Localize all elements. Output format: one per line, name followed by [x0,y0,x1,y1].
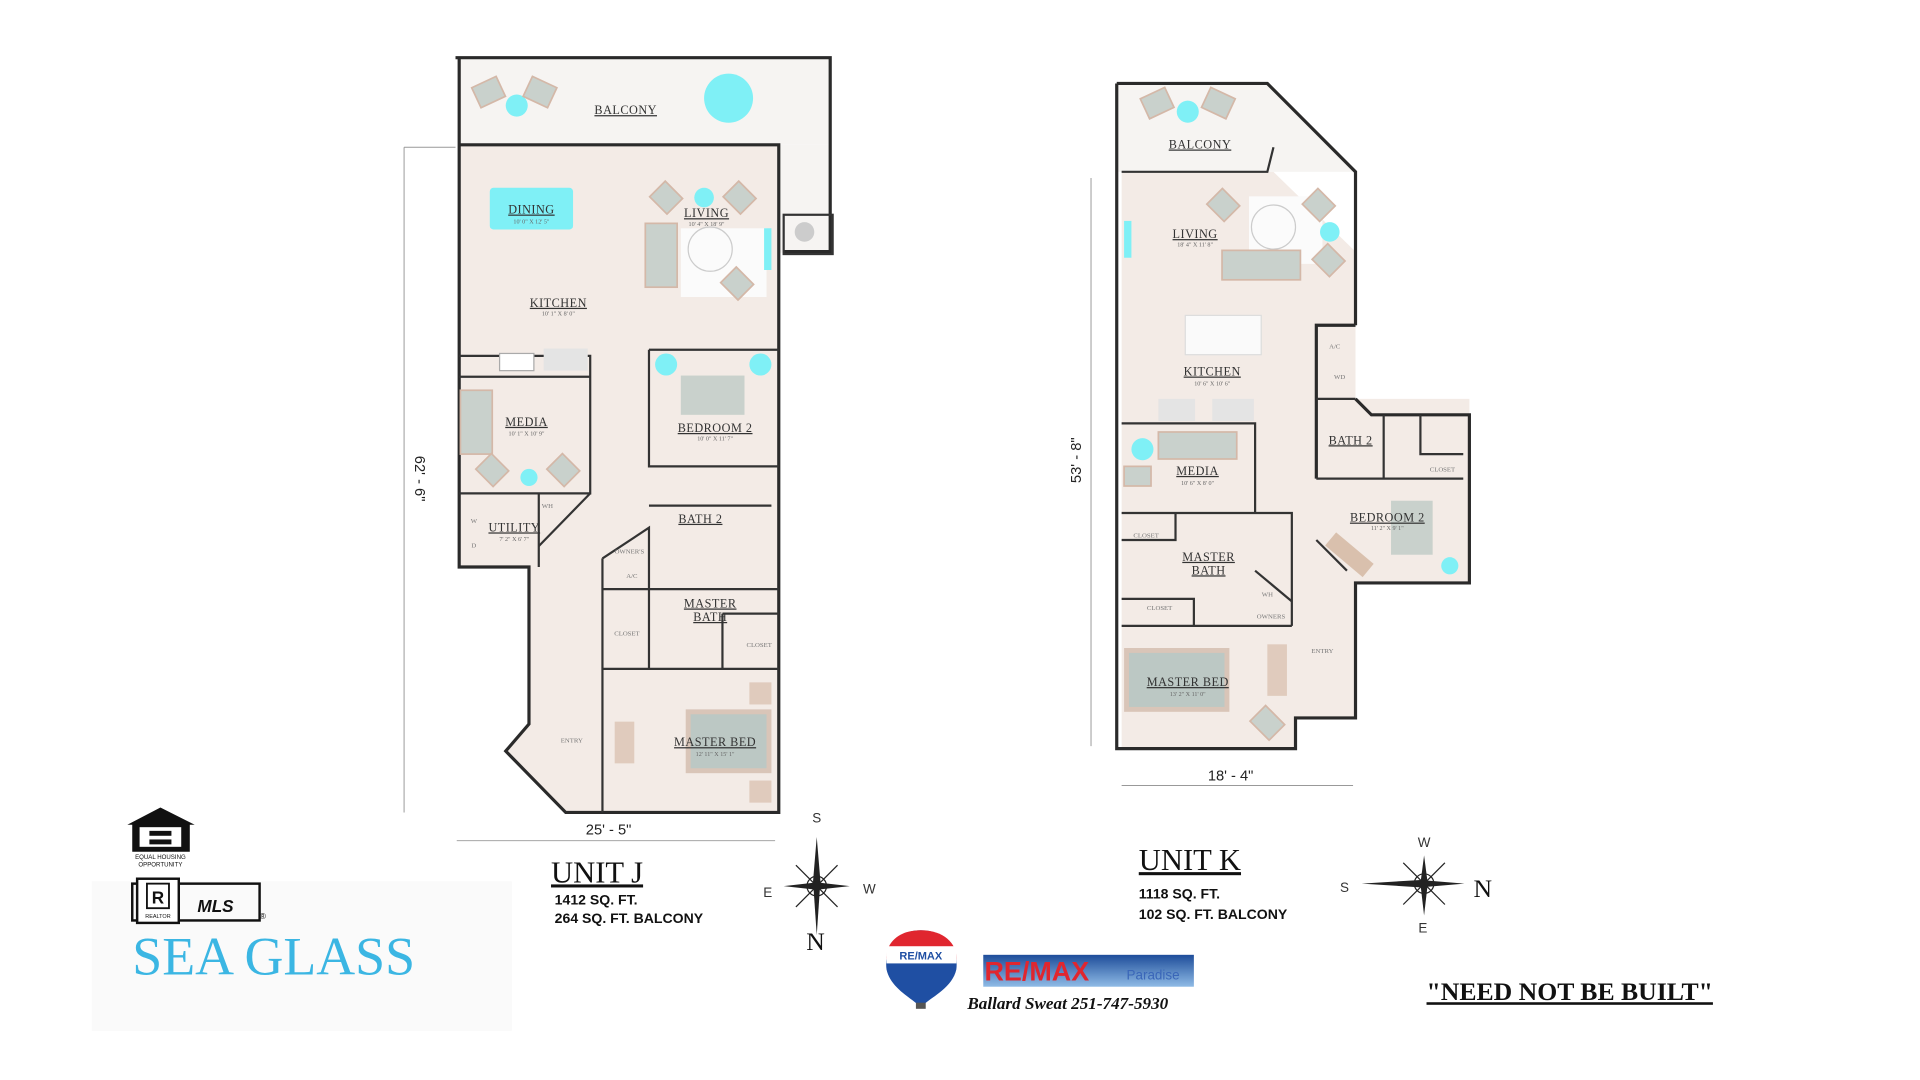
unit-j-living-label: LIVING [684,206,729,220]
need-not-be-built-disclaimer: "NEED NOT BE BUILT" [1427,977,1713,1006]
unit-j-sqft: 1412 SQ. FT. [555,891,638,907]
unit-j-dining-dim: 10' 0" X 12' 5" [513,219,550,225]
registered-mark: ® [260,911,267,921]
unit-k-media-dim: 10' 6" X 8' 0" [1181,481,1214,487]
unit-j-balcony-label: BALCONY [594,103,657,117]
remax-balloon-text: RE/MAX [899,951,942,963]
unit-k-kitchen-label: KITCHEN [1184,365,1241,379]
unit-j-master-bath-label: MASTER [684,596,737,610]
unit-k-compass-top: W [1418,835,1431,850]
unit-j-master-bed-label: MASTER BED [674,735,756,749]
unit-k-balcony-sqft: 102 SQ. FT. BALCONY [1139,906,1288,922]
unit-j-compass-right: W [863,881,876,896]
unit-k-master-bed-dim: 13' 2" X 11' 0" [1170,692,1206,698]
unit-j-master-bath-label-2: BATH [693,610,727,624]
unit-j-ac-label: A/C [626,573,638,580]
unit-j-compass-bottom: N [806,927,825,956]
unit-j-bedroom2-dim: 10' 0" X 11' 7" [697,437,733,443]
unit-j-kitchen-label: KITCHEN [530,296,587,310]
unit-k-living-label: LIVING [1173,227,1218,241]
unit-k-master-bath-label: MASTER [1182,550,1235,564]
unit-j-balcony-sqft: 264 SQ. FT. BALCONY [555,910,704,926]
unit-k-bedroom2-dim: 11' 2" X 9' 1" [1371,526,1404,532]
unit-k-master-bath-label-2: BATH [1192,563,1226,577]
unit-k-dim-vertical: 53' - 8" [1069,437,1085,483]
unit-k-compass-rose-icon [1361,855,1465,916]
unit-k-closet-label: CLOSET [1133,533,1158,540]
unit-k-floor [1121,171,1356,749]
remax-paradise-banner [983,954,1194,987]
unit-k-balcony-label: BALCONY [1169,137,1232,151]
unit-j-floor [459,144,779,813]
unit-k-ac-label: A/C [1329,344,1341,351]
unit-j-bath2-label: BATH 2 [678,512,722,526]
unit-k-wd-label: WD [1334,374,1345,381]
unit-k-compass-right: N [1474,874,1493,903]
unit-j-owners-label: OWNER'S [615,548,645,555]
unit-k-wh-label: WH [1262,591,1273,598]
unit-k-dim-horizontal: 18' - 4" [1208,769,1254,785]
unit-k-exterior-wall [1116,81,1358,326]
unit-k-bath2-label: BATH 2 [1329,433,1373,447]
unit-k-compass-left: S [1340,880,1349,895]
unit-k-media-label: MEDIA [1176,464,1219,478]
unit-j-compass-left: E [763,885,772,900]
realtor-text: REALTOR [145,914,170,920]
unit-j-utility-dim: 7' 2" X 6' 7" [499,537,529,543]
unit-j-plan: BALCONY DINING 10' 0" X 12' 5" LIVING 10… [403,56,834,842]
equal-housing-logo-icon [127,807,195,852]
unit-k-living-dim: 18' 4" X 11' 8" [1177,243,1213,249]
unit-k-owners-label: OWNERS [1257,614,1286,621]
unit-j-media-label: MEDIA [505,415,548,429]
unit-k-closet-3-label: CLOSET [1430,466,1455,473]
unit-k-sqft: 1118 SQ. FT. [1139,885,1220,901]
unit-j-washer-label: W [471,518,478,525]
unit-j-dining-label: DINING [508,203,554,217]
equal-housing-text: EQUAL HOUSING [135,854,186,861]
unit-j-media-dim: 10' 1" X 10' 9" [509,432,546,438]
remax-paradise-text: Paradise [1127,967,1180,982]
unit-j-entry-label: ENTRY [561,737,583,744]
unit-j-exterior-wall [457,57,781,815]
unit-k-entry-label: ENTRY [1311,648,1333,655]
unit-k-plan: BALCONY LIVING 18' 4" X 11' 8" KITCHEN 1… [1069,81,1471,786]
unit-j-closet-label: CLOSET [614,631,639,638]
unit-j-utility-label: UTILITY [488,520,540,534]
remax-banner-text: RE/MAX [984,957,1089,987]
unit-j-wh-label: WH [542,503,553,510]
agent-contact: Ballard Sweat 251-747-5930 [966,994,1168,1013]
unit-k-title: UNIT K [1139,843,1241,877]
remax-balloon-icon [886,930,957,1009]
unit-k-master-bed-label: MASTER BED [1147,675,1229,689]
unit-j-dim-vertical: 62' - 6" [411,456,427,502]
unit-j-master-bed-dim: 12' 11" X 15' 1" [696,752,735,758]
unit-j-closet-2-label: CLOSET [746,642,771,649]
unit-k-kitchen-dim: 10' 6" X 10' 6" [1194,381,1231,387]
unit-k-compass-bottom: E [1418,921,1427,936]
unit-j-compass-rose-icon [783,837,850,936]
sea-glass-logo: SEA GLASS [132,926,415,986]
unit-j-bedroom2-label: BEDROOM 2 [678,421,753,435]
realtor-mls-logo-icon: R [131,877,261,925]
unit-j-kitchen-dim: 10' 1" X 8' 0" [542,311,575,317]
unit-j-living-dim: 10' 4" X 18' 9" [689,222,726,228]
unit-j-dim-horizontal: 25' - 5" [586,823,632,839]
unit-k-closet-2-label: CLOSET [1147,605,1172,612]
unit-j-title: UNIT J [551,855,643,889]
unit-k-bedroom2-label: BEDROOM 2 [1350,511,1425,525]
unit-j-compass-top: S [812,810,821,825]
unit-j-dryer-label: D [471,542,476,549]
equal-housing-text-2: OPPORTUNITY [138,861,182,868]
mls-text: MLS [197,896,234,916]
svg-text:R: R [152,887,165,907]
